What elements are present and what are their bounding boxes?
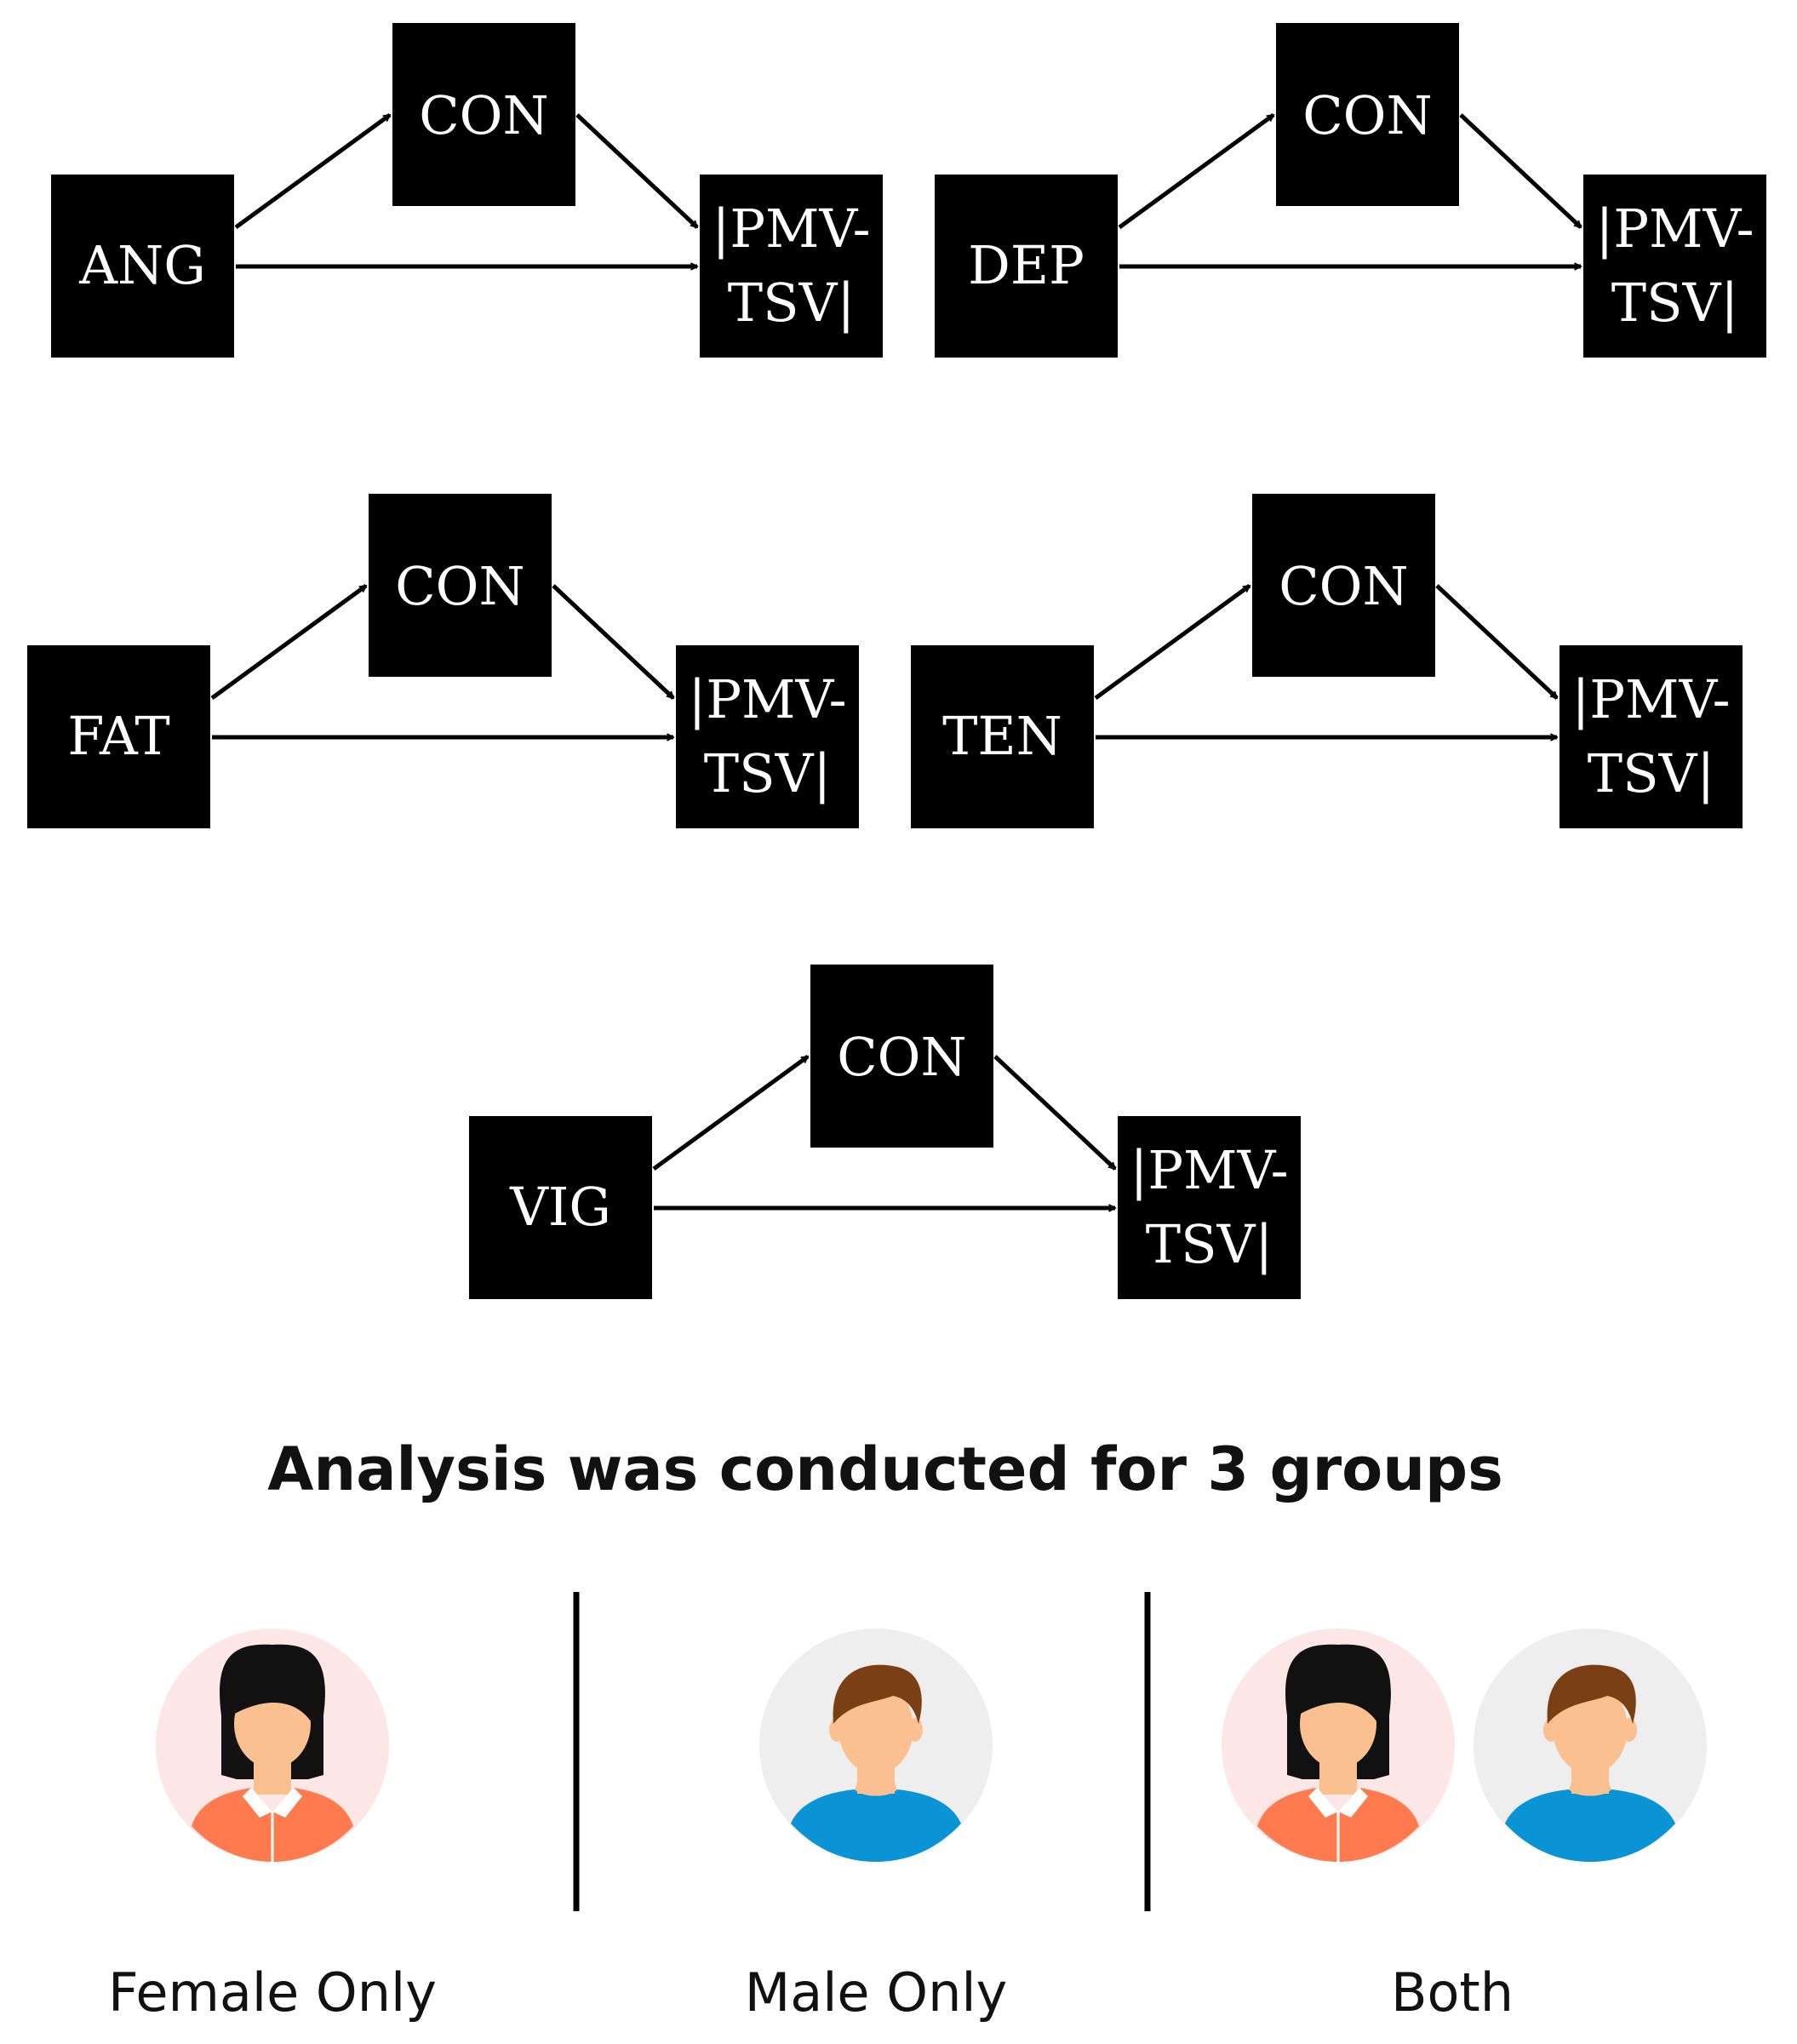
mediation-diagram-dep: DEP CON |PMV- TSV| (935, 23, 1766, 358)
outcome-label-line1: |PMV- (1130, 1139, 1288, 1201)
group-label-both: Both (1391, 1961, 1514, 2024)
outcome-box (1118, 1116, 1301, 1299)
path-b-arrow (575, 113, 699, 229)
outcome-label-line1: |PMV- (712, 198, 870, 260)
group-label-male: Male Only (745, 1961, 1008, 2024)
group-label-female: Female Only (108, 1961, 437, 2024)
mediator-label: CON (1279, 555, 1409, 617)
mediation-diagram-ten: TEN CON |PMV- TSV| (911, 494, 1743, 828)
predictor-box (469, 1116, 652, 1299)
mediator-box (392, 23, 575, 206)
path-a-arrow (210, 583, 366, 701)
mediator-label: CON (1302, 84, 1433, 146)
outcome-label-line1: |PMV- (688, 668, 846, 730)
mediator-box (1276, 23, 1459, 206)
outcome-label-line2: TSV| (1146, 1213, 1273, 1275)
outcome-label-line2: TSV| (704, 742, 832, 804)
group-male-only: Male Only (745, 1629, 1008, 2024)
mediation-diagram-fat: FAT CON |PMV- TSV| (27, 494, 859, 828)
male-avatar-icon (759, 1629, 993, 1862)
predictor-label: FAT (67, 705, 169, 767)
outcome-label-line1: |PMV- (1595, 198, 1754, 260)
predictor-box (51, 175, 234, 358)
predictor-box (935, 175, 1118, 358)
path-b-arrow (552, 584, 675, 700)
outcome-label-line1: |PMV- (1571, 668, 1730, 730)
outcome-box (1583, 175, 1766, 358)
path-a-arrow (234, 112, 390, 230)
group-both: Both (1220, 1627, 1707, 2024)
predictor-box (911, 645, 1094, 828)
predictor-label: TEN (942, 705, 1062, 767)
predictor-label: DEP (968, 234, 1084, 296)
path-a-arrow (652, 1054, 808, 1171)
group-female-only: Female Only (108, 1627, 437, 2024)
female-avatar-icon (154, 1627, 391, 1864)
mediator-box (1252, 494, 1435, 677)
outcome-box (700, 175, 883, 358)
path-a-arrow (1118, 112, 1273, 230)
outcome-label-line2: TSV| (1611, 272, 1739, 334)
predictor-label: VIG (509, 1176, 611, 1238)
outcome-box (1559, 645, 1743, 828)
outcome-box (676, 645, 859, 828)
mediator-label: CON (419, 84, 549, 146)
mediator-label: CON (837, 1026, 967, 1088)
predictor-label: ANG (78, 234, 206, 296)
path-b-arrow (1459, 113, 1582, 229)
path-a-arrow (1094, 583, 1250, 701)
predictor-box (27, 645, 210, 828)
outcome-label-line2: TSV| (728, 272, 856, 334)
mediation-diagram-vig: VIG CON |PMV- TSV| (469, 965, 1301, 1299)
path-b-arrow (993, 1055, 1117, 1171)
outcome-label-line2: TSV| (1588, 742, 1715, 804)
male-avatar-icon (1474, 1629, 1707, 1862)
mediator-box (369, 494, 552, 677)
mediator-label: CON (395, 555, 525, 617)
mediation-diagrams: ANG CON |PMV- TSV| DEP CON |PMV- TSV| FAT CON |PMV… (27, 23, 1766, 1299)
female-avatar-icon (1220, 1627, 1456, 1864)
path-b-arrow (1435, 584, 1559, 700)
mediator-box (810, 965, 993, 1148)
mediation-diagram-ang: ANG CON |PMV- TSV| (51, 23, 883, 358)
groups-heading: Analysis was conducted for 3 groups (267, 1434, 1503, 1504)
